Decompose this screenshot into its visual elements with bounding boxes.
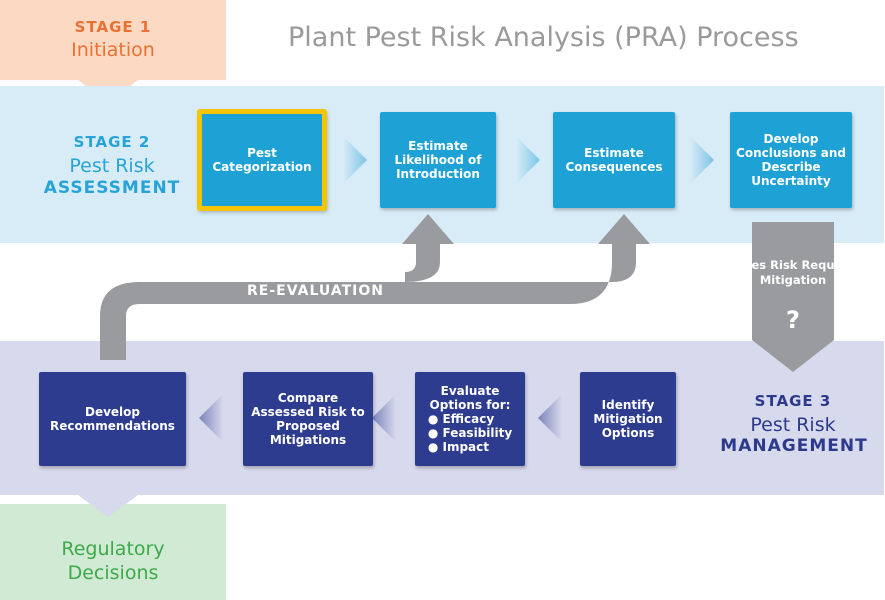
chevron-right-icon	[516, 136, 540, 184]
chevron-left-icon	[372, 394, 396, 442]
stage1-heading: STAGE 1	[74, 18, 152, 36]
outcome-label: Regulatory Decisions	[0, 537, 226, 585]
outcome-line1: Regulatory	[61, 538, 165, 560]
step-compare-risk: Compare Assessed Risk to Proposed Mitiga…	[243, 372, 373, 466]
step-estimate-likelihood: Estimate Likelihood of Introduction	[380, 112, 496, 208]
chevron-right-icon	[343, 136, 367, 184]
reevaluation-arrow	[100, 214, 650, 360]
outcome-band	[0, 504, 226, 600]
step-develop-recommendations: Develop Recommendations	[39, 372, 186, 466]
stage1-subtitle: Initiation	[71, 39, 155, 61]
reevaluation-label: RE-EVALUATION	[247, 283, 384, 299]
evaluate-options-heading: Evaluate Options for:	[429, 384, 511, 412]
outcome-line2: Decisions	[67, 562, 159, 584]
decision-arrow	[752, 222, 834, 372]
bullet-item: ● Efficacy	[427, 412, 495, 426]
bullet-item: ● Impact	[427, 440, 489, 454]
chevron-left-icon	[538, 394, 562, 442]
stage2-line1: Pest Risk	[69, 155, 155, 177]
page-title: Plant Pest Risk Analysis (PRA) Process	[288, 22, 799, 53]
step-pest-categorization: Pest Categorization	[198, 110, 326, 210]
step-estimate-consequences: Estimate Consequences	[553, 112, 675, 208]
stage3-notch	[78, 495, 138, 517]
stage3-heading: STAGE 3	[754, 392, 832, 410]
chevron-left-icon	[199, 394, 223, 442]
evaluate-options-bullets: ● Efficacy ● Feasibility ● Impact	[428, 412, 512, 454]
step-identify-mitigation: Identify Mitigation Options	[580, 372, 676, 466]
step-evaluate-options: Evaluate Options for: ● Efficacy ● Feasi…	[415, 372, 525, 466]
stage3-line2: MANAGEMENT	[720, 436, 868, 456]
stage2-heading: STAGE 2	[73, 133, 151, 151]
step-develop-conclusions: Develop Conclusions and Describe Uncerta…	[730, 112, 852, 208]
stage2-line2: ASSESSMENT	[43, 178, 181, 198]
bullet-item: ● Feasibility	[427, 426, 513, 440]
stage3-line1: Pest Risk	[750, 414, 836, 436]
decision-label: Does Risk Require Mitigation	[734, 258, 852, 287]
chevron-right-icon	[690, 136, 714, 184]
stage1-band	[0, 0, 226, 80]
decision-question-mark: ?	[786, 306, 800, 334]
